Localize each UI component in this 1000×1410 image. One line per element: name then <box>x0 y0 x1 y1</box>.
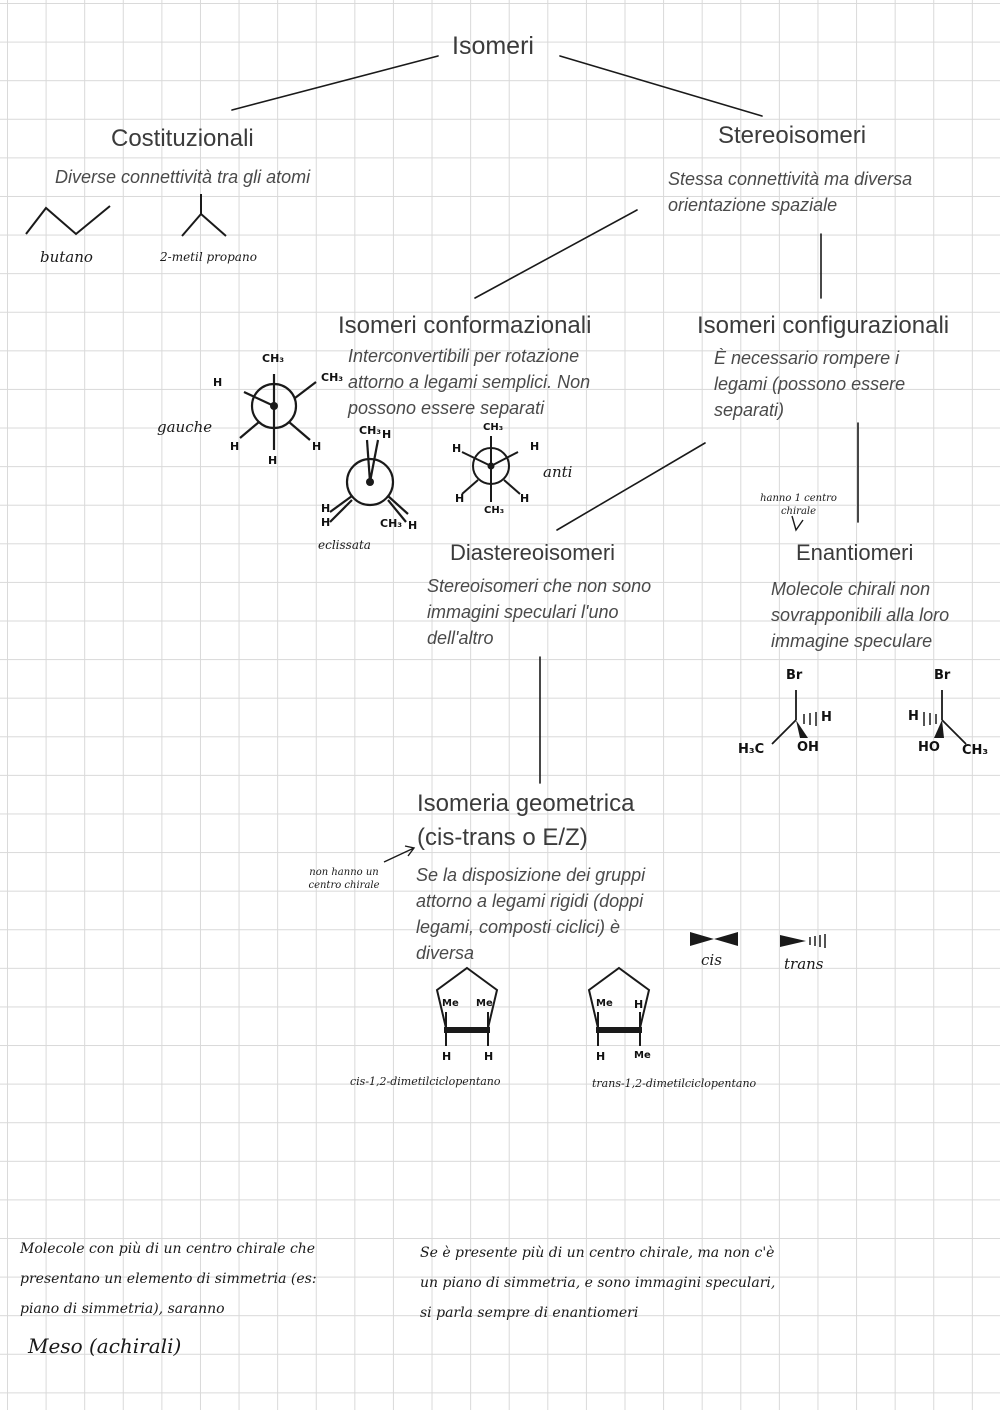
stereoisomeri-title: Stereoisomeri <box>718 122 867 149</box>
newman-eclissata-center <box>366 478 374 486</box>
conformazionali-title: Isomeri conformazionali <box>338 312 592 339</box>
enantiomeri-title: Enantiomeri <box>796 540 914 565</box>
enantiomer-2-wedge <box>934 720 944 738</box>
anti-bottom: CH₃ <box>484 505 505 516</box>
enantiomer-1-right: H <box>821 710 832 725</box>
enantiomer-molecule-2 <box>941 690 967 745</box>
eclissata-br-1: CH₃ <box>380 517 403 530</box>
enantiomer-2-top: Br <box>934 668 951 683</box>
anti-label: anti <box>543 463 573 481</box>
cis-bottom-right: H <box>484 1050 494 1063</box>
connector-stereo-conformazionali <box>474 209 638 299</box>
geometrica-note: non hanno un centro chirale <box>308 867 380 891</box>
gauche-top: CH₃ <box>262 352 285 365</box>
trans-top-right: H <box>634 998 644 1011</box>
connector-root-stereoisomeri <box>559 55 763 117</box>
enantiomer-2-hash <box>923 712 937 726</box>
enantiomer-1-hash <box>803 712 817 726</box>
connector-root-costituzionali <box>231 55 439 111</box>
root-title: Isomeri <box>452 32 534 60</box>
enantiomer-1-top: Br <box>786 668 803 683</box>
enantiomer-1-left: H₃C <box>738 742 765 757</box>
trans-symbol <box>780 934 826 948</box>
connector-config-diastereo <box>556 442 706 531</box>
enantiomer-1-wedge <box>796 720 808 738</box>
trans-bottom-right: Me <box>634 1050 651 1061</box>
trans-label: trans <box>784 955 824 973</box>
anti-left: H <box>452 442 462 455</box>
diastereoisomeri-desc: Stereoisomeri che non sono immagini spec… <box>427 576 652 648</box>
stereoisomeri-desc: Stessa connettività ma diversa orientazi… <box>668 169 913 215</box>
enantiomeri-note-bottom: Se è presente più di un centro chirale, … <box>420 1245 776 1321</box>
enantiomer-1-mid: OH <box>797 740 819 755</box>
cis-ring-bold-edge <box>444 1027 490 1033</box>
enantiomer-molecule-1 <box>771 690 797 745</box>
conformazionali-desc: Interconvertibili per rotazione attorno … <box>348 346 591 418</box>
enantiomer-note-arrow <box>791 515 804 532</box>
anti-right: H <box>530 440 540 453</box>
diastereoisomeri-title: Diastereoisomeri <box>450 540 616 565</box>
trans-molecule-name: trans-1,2-dimetilciclopentano <box>592 1077 757 1090</box>
anti-bottom-right: H <box>520 492 530 505</box>
enantiomer-2-left: H <box>908 709 919 724</box>
trans-ring-bold-edge <box>596 1027 642 1033</box>
gauche-label: gauche <box>157 418 213 436</box>
newman-anti <box>461 436 521 502</box>
eclissata-br-2: H <box>408 519 418 532</box>
enantiomer-2-mid: HO <box>918 740 940 755</box>
gauche-left: H <box>213 376 223 389</box>
methylpropane-structure <box>181 194 227 237</box>
butano-label: butano <box>40 248 93 266</box>
anti-top: CH₃ <box>483 422 504 433</box>
meso-note: Molecole con più di un centro chirale ch… <box>20 1241 317 1317</box>
cis-top-right: Me <box>476 998 493 1009</box>
eclissata-top-1: CH₃ <box>359 424 382 437</box>
gauche-bottom-right: H <box>312 440 322 453</box>
anti-bottom-left: H <box>455 492 465 505</box>
geometrica-title-2: (cis-trans o E/Z) <box>417 824 588 851</box>
configurazionali-desc: È necessario rompere i legami (possono e… <box>714 348 906 420</box>
geometrica-title-1: Isomeria geometrica <box>417 790 635 817</box>
trans-bottom-left: H <box>596 1050 606 1063</box>
eclissata-bl-2: H <box>321 516 331 529</box>
gauche-bottom: H <box>268 454 278 467</box>
eclissata-top-2: H <box>382 428 392 441</box>
eclissata-label: eclissata <box>318 538 371 552</box>
geometrica-desc: Se la disposizione dei gruppi attorno a … <box>416 865 646 963</box>
cis-bottom-left: H <box>442 1050 452 1063</box>
newman-anti-center <box>487 462 495 470</box>
newman-eclissata <box>329 439 409 523</box>
gauche-bottom-left: H <box>230 440 240 453</box>
costituzionali-title: Costituzionali <box>111 125 254 152</box>
geometric-note-arrow <box>383 845 416 863</box>
eclissata-bl-1: H <box>321 502 331 515</box>
trans-top-left: Me <box>596 998 613 1009</box>
enantiomeri-note: hanno 1 centro chirale <box>760 493 837 517</box>
configurazionali-title: Isomeri configurazionali <box>697 312 950 339</box>
costituzionali-desc: Diverse connettività tra gli atomi <box>55 167 311 187</box>
gauche-right: CH₃ <box>321 371 344 384</box>
butane-structure <box>25 205 111 236</box>
newman-gauche-center <box>270 402 278 410</box>
cis-top-left: Me <box>442 998 459 1009</box>
cis-molecule-name: cis-1,2-dimetilciclopentano <box>350 1075 501 1088</box>
newman-gauche <box>239 374 317 450</box>
cis-label: cis <box>701 951 722 969</box>
cis-bowtie <box>690 932 738 946</box>
enantiomeri-desc: Molecole chirali non sovrapponibili alla… <box>771 579 950 651</box>
meso-note-conclusion: Meso (achirali) <box>28 1334 182 1358</box>
metilpropano-label: 2-metil propano <box>160 250 257 264</box>
enantiomer-2-right: CH₃ <box>962 743 989 758</box>
